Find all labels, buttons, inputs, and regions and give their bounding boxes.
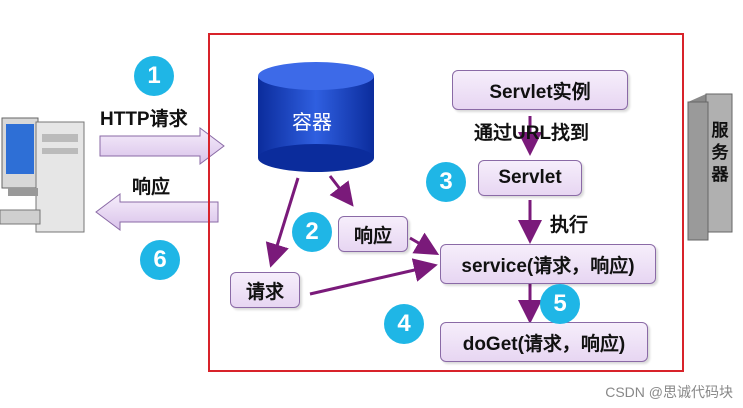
response-arrow [95,193,219,231]
http-request-arrow [99,127,225,165]
response-box: 响应 [338,216,408,252]
container-label: 容器 [292,112,332,134]
arrow-container-to-request [265,177,300,268]
server-label-char: 务 [711,143,729,162]
server-icon [687,93,733,241]
servlet-instance-box: Servlet实例 [452,70,628,110]
server-label: 服 务 器 [708,120,732,186]
find-by-url-label: 通过URL找到 [474,123,590,144]
doget-box: doGet(请求，响应) [440,322,648,362]
arrow-container-to-response [328,175,354,207]
step-3-badge: 3 [426,162,466,202]
step-1-badge: 1 [134,56,174,96]
step-6-badge: 6 [140,240,180,280]
watermark: CSDN @思诚代码块 [605,384,733,400]
servlet-box: Servlet [478,160,582,196]
container-cylinder-icon [258,62,374,172]
response-label: 响应 [132,177,171,198]
client-computer-icon [0,117,85,233]
execute-label: 执行 [550,215,589,236]
step-2-badge: 2 [292,212,332,252]
arrow-request-to-service [309,258,438,296]
server-label-char: 器 [711,165,729,184]
step-5-badge: 5 [540,284,580,324]
service-box: service(请求，响应) [440,244,656,284]
step-4-badge: 4 [384,304,424,344]
http-request-label: HTTP请求 [100,109,188,130]
request-box: 请求 [230,272,300,308]
container-boundary [208,33,684,372]
server-label-char: 服 [711,121,729,140]
arrow-response-to-service [409,232,440,256]
